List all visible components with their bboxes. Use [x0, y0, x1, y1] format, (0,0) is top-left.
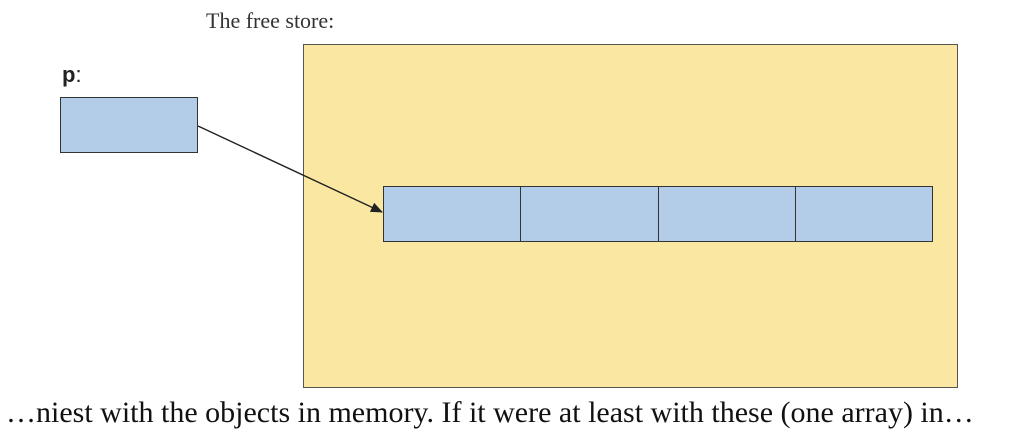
pointer-box: [60, 97, 198, 153]
array-cell-1: [521, 187, 659, 241]
array-cell-3: [795, 187, 932, 241]
pointer-name: p: [62, 62, 76, 87]
pointer-label: p:: [62, 62, 82, 88]
array-cell-2: [658, 187, 796, 241]
array-block: [383, 186, 933, 242]
pointer-colon: :: [75, 62, 82, 87]
free-store-label: The free store:: [206, 8, 335, 33]
caption-text: …niest with the objects in memory. If it…: [6, 396, 974, 429]
array-cell-0: [384, 187, 522, 241]
